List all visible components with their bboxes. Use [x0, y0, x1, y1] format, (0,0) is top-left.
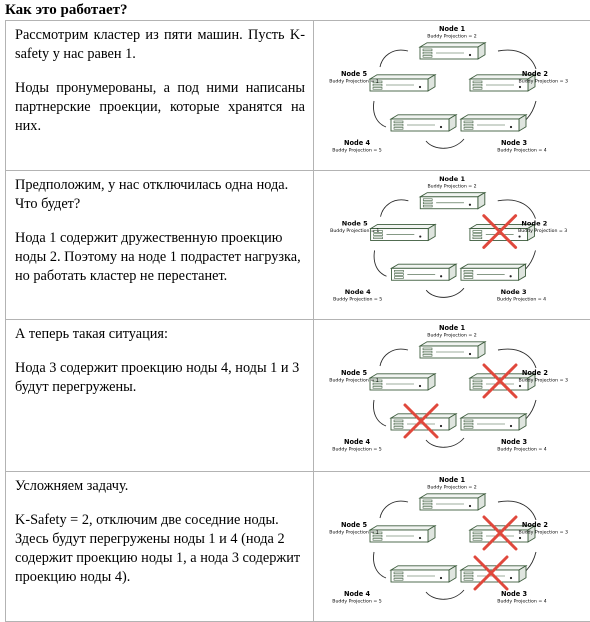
explanation-table: Рассмотрим кластер из пяти машин. Пусть … [5, 20, 590, 622]
arrow-arc [498, 50, 536, 69]
node-name: Node 5 [341, 70, 368, 78]
row-3-para-2: Нода 3 содержит проекцию ноды 4, ноды 1 … [15, 359, 305, 397]
buddy-projection-label: Buddy Projection = 4 [497, 447, 546, 453]
server-icon [420, 193, 485, 209]
row-1-para-2: Ноды пронумерованы, а под ними написаны … [15, 79, 305, 136]
table-row: Усложняем задачу. K-Safety = 2, отключим… [6, 472, 590, 622]
server-icon [420, 494, 485, 510]
arrow-arc [374, 400, 387, 426]
buddy-projection-label: Buddy Projection = 5 [332, 148, 381, 154]
node-name: Node 3 [501, 139, 528, 147]
arrow-arc [374, 552, 387, 578]
server-icon [420, 342, 485, 358]
buddy-projection-label: Buddy Projection = 4 [497, 599, 546, 605]
arrow-arc [374, 101, 387, 127]
server-icon [370, 75, 435, 91]
arrow-arc [380, 349, 408, 366]
node-name: Node 3 [501, 288, 527, 296]
arrow-arc [426, 288, 464, 297]
row-3-text: А теперь такая ситуация: Нода 3 содержит… [6, 320, 314, 472]
arrow-arc [374, 250, 386, 276]
row-2-text: Предположим, у нас отключилась одна нода… [6, 171, 314, 320]
arrow-arc [426, 590, 464, 599]
node-name: Node 4 [344, 590, 371, 598]
arrow-arc [380, 50, 408, 67]
buddy-projection-label: Buddy Projection = 3 [519, 530, 568, 536]
buddy-projection-label: Buddy Projection = 1 [330, 228, 379, 234]
node-name: Node 4 [344, 139, 371, 147]
server-icon [391, 566, 456, 582]
server-icon [370, 526, 435, 542]
server-icon [461, 264, 526, 280]
buddy-projection-label: Buddy Projection = 2 [427, 485, 476, 491]
arrow-arc [426, 438, 464, 447]
row-1-para-1: Рассмотрим кластер из пяти машин. Пусть … [15, 26, 305, 64]
server-icon [461, 414, 526, 430]
arrow-arc [380, 501, 408, 518]
row-2-para-1: Предположим, у нас отключилась одна нода… [15, 176, 305, 214]
buddy-projection-label: Buddy Projection = 5 [333, 297, 382, 303]
buddy-projection-label: Buddy Projection = 1 [329, 530, 378, 536]
buddy-projection-label: Buddy Projection = 5 [332, 599, 381, 605]
buddy-projection-label: Buddy Projection = 5 [332, 447, 381, 453]
server-icon [370, 374, 435, 390]
arrow-arc [381, 200, 409, 217]
buddy-projection-label: Buddy Projection = 1 [329, 378, 378, 384]
node-name: Node 1 [439, 324, 466, 332]
buddy-projection-label: Buddy Projection = 1 [329, 79, 378, 85]
buddy-projection-label: Buddy Projection = 2 [427, 183, 476, 189]
node-name: Node 3 [501, 438, 528, 446]
buddy-projection-label: Buddy Projection = 3 [518, 228, 567, 234]
buddy-projection-label: Buddy Projection = 4 [497, 297, 546, 303]
node-name: Node 2 [522, 369, 549, 377]
buddy-projection-label: Buddy Projection = 3 [519, 79, 568, 85]
node-name: Node 3 [501, 590, 528, 598]
server-icon [461, 115, 526, 131]
section-heading: Как это работает? [5, 2, 128, 19]
node-name: Node 5 [341, 369, 368, 377]
row-3-para-1: А теперь такая ситуация: [15, 325, 305, 344]
node-name: Node 4 [344, 438, 371, 446]
server-icon [420, 43, 485, 59]
buddy-projection-label: Buddy Projection = 2 [427, 34, 476, 40]
node-name: Node 5 [341, 521, 368, 529]
row-4-para-1: Усложняем задачу. [15, 477, 305, 496]
buddy-projection-label: Buddy Projection = 4 [497, 148, 546, 154]
row-1-text: Рассмотрим кластер из пяти машин. Пусть … [6, 21, 314, 171]
node-name: Node 1 [439, 175, 465, 183]
node-name: Node 2 [522, 70, 549, 78]
server-icon [371, 224, 436, 240]
arrow-arc [426, 139, 464, 148]
row-4-text: Усложняем задачу. K-Safety = 2, отключим… [6, 472, 314, 622]
node-name: Node 2 [522, 521, 549, 529]
row-4-para-2: K-Safety = 2, отключим две соседние ноды… [15, 511, 305, 587]
table-row: Рассмотрим кластер из пяти машин. Пусть … [6, 21, 590, 171]
table-row: А теперь такая ситуация: Нода 3 содержит… [6, 320, 590, 472]
server-icon [391, 115, 456, 131]
buddy-projection-label: Buddy Projection = 3 [519, 378, 568, 384]
node-name: Node 4 [345, 288, 371, 296]
node-name: Node 5 [342, 220, 368, 228]
node-name: Node 1 [439, 476, 466, 484]
node-name: Node 2 [521, 220, 547, 228]
server-icon [391, 264, 456, 280]
buddy-projection-label: Buddy Projection = 2 [427, 333, 476, 339]
row-2-para-2: Нода 1 содержит дружественную проекцию н… [15, 229, 305, 286]
table-row: Предположим, у нас отключилась одна нода… [6, 171, 590, 320]
node-name: Node 1 [439, 25, 466, 33]
